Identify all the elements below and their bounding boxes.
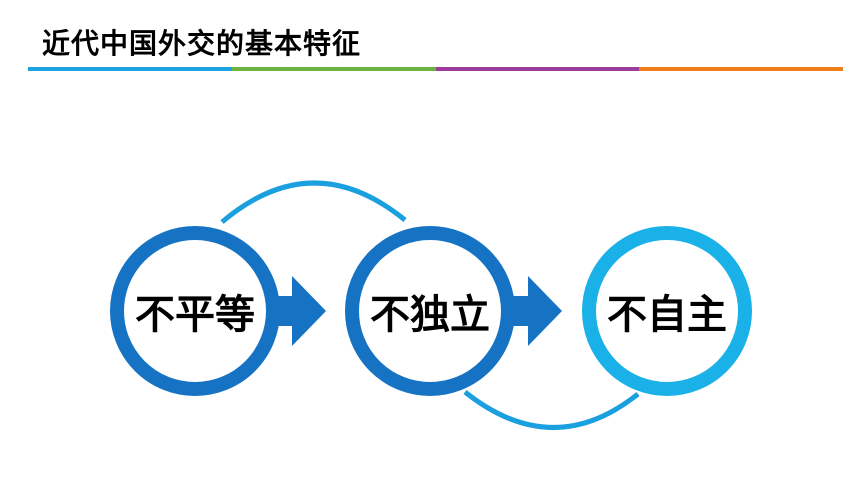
arrow-right-icon (498, 276, 562, 346)
underline-segment-green (231, 67, 436, 71)
arrow-right-icon (262, 276, 326, 346)
title-underline (28, 67, 843, 71)
node-label: 不独立 (370, 292, 490, 338)
top-connector-arc (220, 180, 407, 224)
underline-segment-orange (639, 67, 843, 71)
node-circle-1 (110, 226, 280, 396)
node-circle-3 (582, 226, 752, 396)
node-label: 不自主 (607, 292, 727, 338)
underline-segment-blue (28, 67, 232, 71)
bottom-connector-arc (463, 390, 640, 430)
page-title: 近代中国外交的基本特征 (42, 27, 362, 60)
node-label: 不平等 (135, 292, 255, 338)
underline-segment-purple (435, 67, 640, 71)
node-circle-2 (345, 226, 515, 396)
